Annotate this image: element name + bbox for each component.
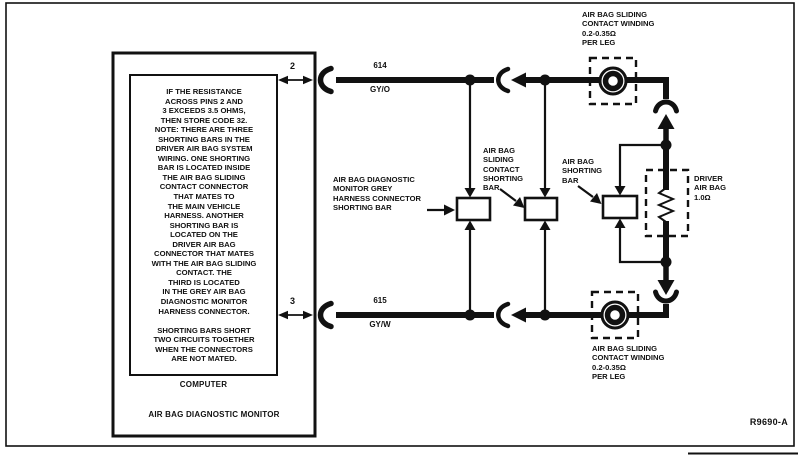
shorting-bar-sliding-leads xyxy=(539,83,551,312)
wire-615-segment-right xyxy=(523,304,669,318)
shorting-bar-monitor xyxy=(455,196,492,222)
monitor-note-text: IF THE RESISTANCE ACROSS PINS 2 AND 3 EX… xyxy=(151,87,257,364)
pin-3-arrow xyxy=(278,310,313,320)
shorting-bar-airbag-label: AIR BAG SHORTING BAR xyxy=(562,157,603,185)
label-arrow-monitor-bar xyxy=(427,204,455,216)
inline-connector-614-icon xyxy=(496,66,526,94)
monitor-connector-socket-bottom-icon xyxy=(317,300,334,330)
wire-614-number: 614 xyxy=(373,61,387,70)
inline-connector-615-icon xyxy=(496,301,526,329)
shorting-bar-sliding-label: AIR BAG SLIDING CONTACT SHORTING BAR xyxy=(483,146,524,193)
monitor-connector-socket-top-icon xyxy=(317,65,334,95)
wire-614-segment-right xyxy=(523,77,669,99)
wire-615-number: 615 xyxy=(373,296,387,305)
monitor-name-label: AIR BAG DIAGNOSTIC MONITOR xyxy=(148,410,280,419)
shorting-bar-airbag-leads xyxy=(614,143,663,264)
wire-614-color: GY/O xyxy=(369,85,390,94)
figure-ref-code: R9690-A xyxy=(749,417,788,427)
label-arrow-airbag-bar xyxy=(577,185,602,204)
driver-airbag-label: DRIVER AIR BAG 1.0Ω xyxy=(694,174,727,202)
pin-3-label: 3 xyxy=(290,296,296,306)
monitor-note-box xyxy=(129,74,278,376)
winding-bottom-label: AIR BAG SLIDING CONTACT WINDING 0.2-0.35… xyxy=(592,344,665,381)
pin-2-arrow xyxy=(278,75,313,85)
winding-bottom-coil-icon xyxy=(590,290,640,340)
driver-airbag-dashed-box xyxy=(644,168,690,238)
driver-airbag-resistor-icon xyxy=(656,187,676,223)
computer-label: COMPUTER xyxy=(179,380,228,389)
junction-dots xyxy=(464,74,672,321)
winding-top-coil-icon xyxy=(588,56,638,106)
label-arrow-sliding-bar xyxy=(499,188,525,208)
wire-615-color: GY/W xyxy=(369,320,391,329)
winding-top-label: AIR BAG SLIDING CONTACT WINDING 0.2-0.35… xyxy=(582,10,655,47)
figure-border xyxy=(5,2,795,447)
pin-2-label: 2 xyxy=(290,61,296,71)
shorting-bar-monitor-label: AIR BAG DIAGNOSTIC MONITOR GREY HARNESS … xyxy=(333,175,422,212)
shorting-bar-airbag xyxy=(601,194,639,220)
monitor-outer-box xyxy=(111,51,317,438)
shorting-bar-sliding xyxy=(523,196,559,222)
shorting-bar-monitor-leads xyxy=(464,83,476,312)
